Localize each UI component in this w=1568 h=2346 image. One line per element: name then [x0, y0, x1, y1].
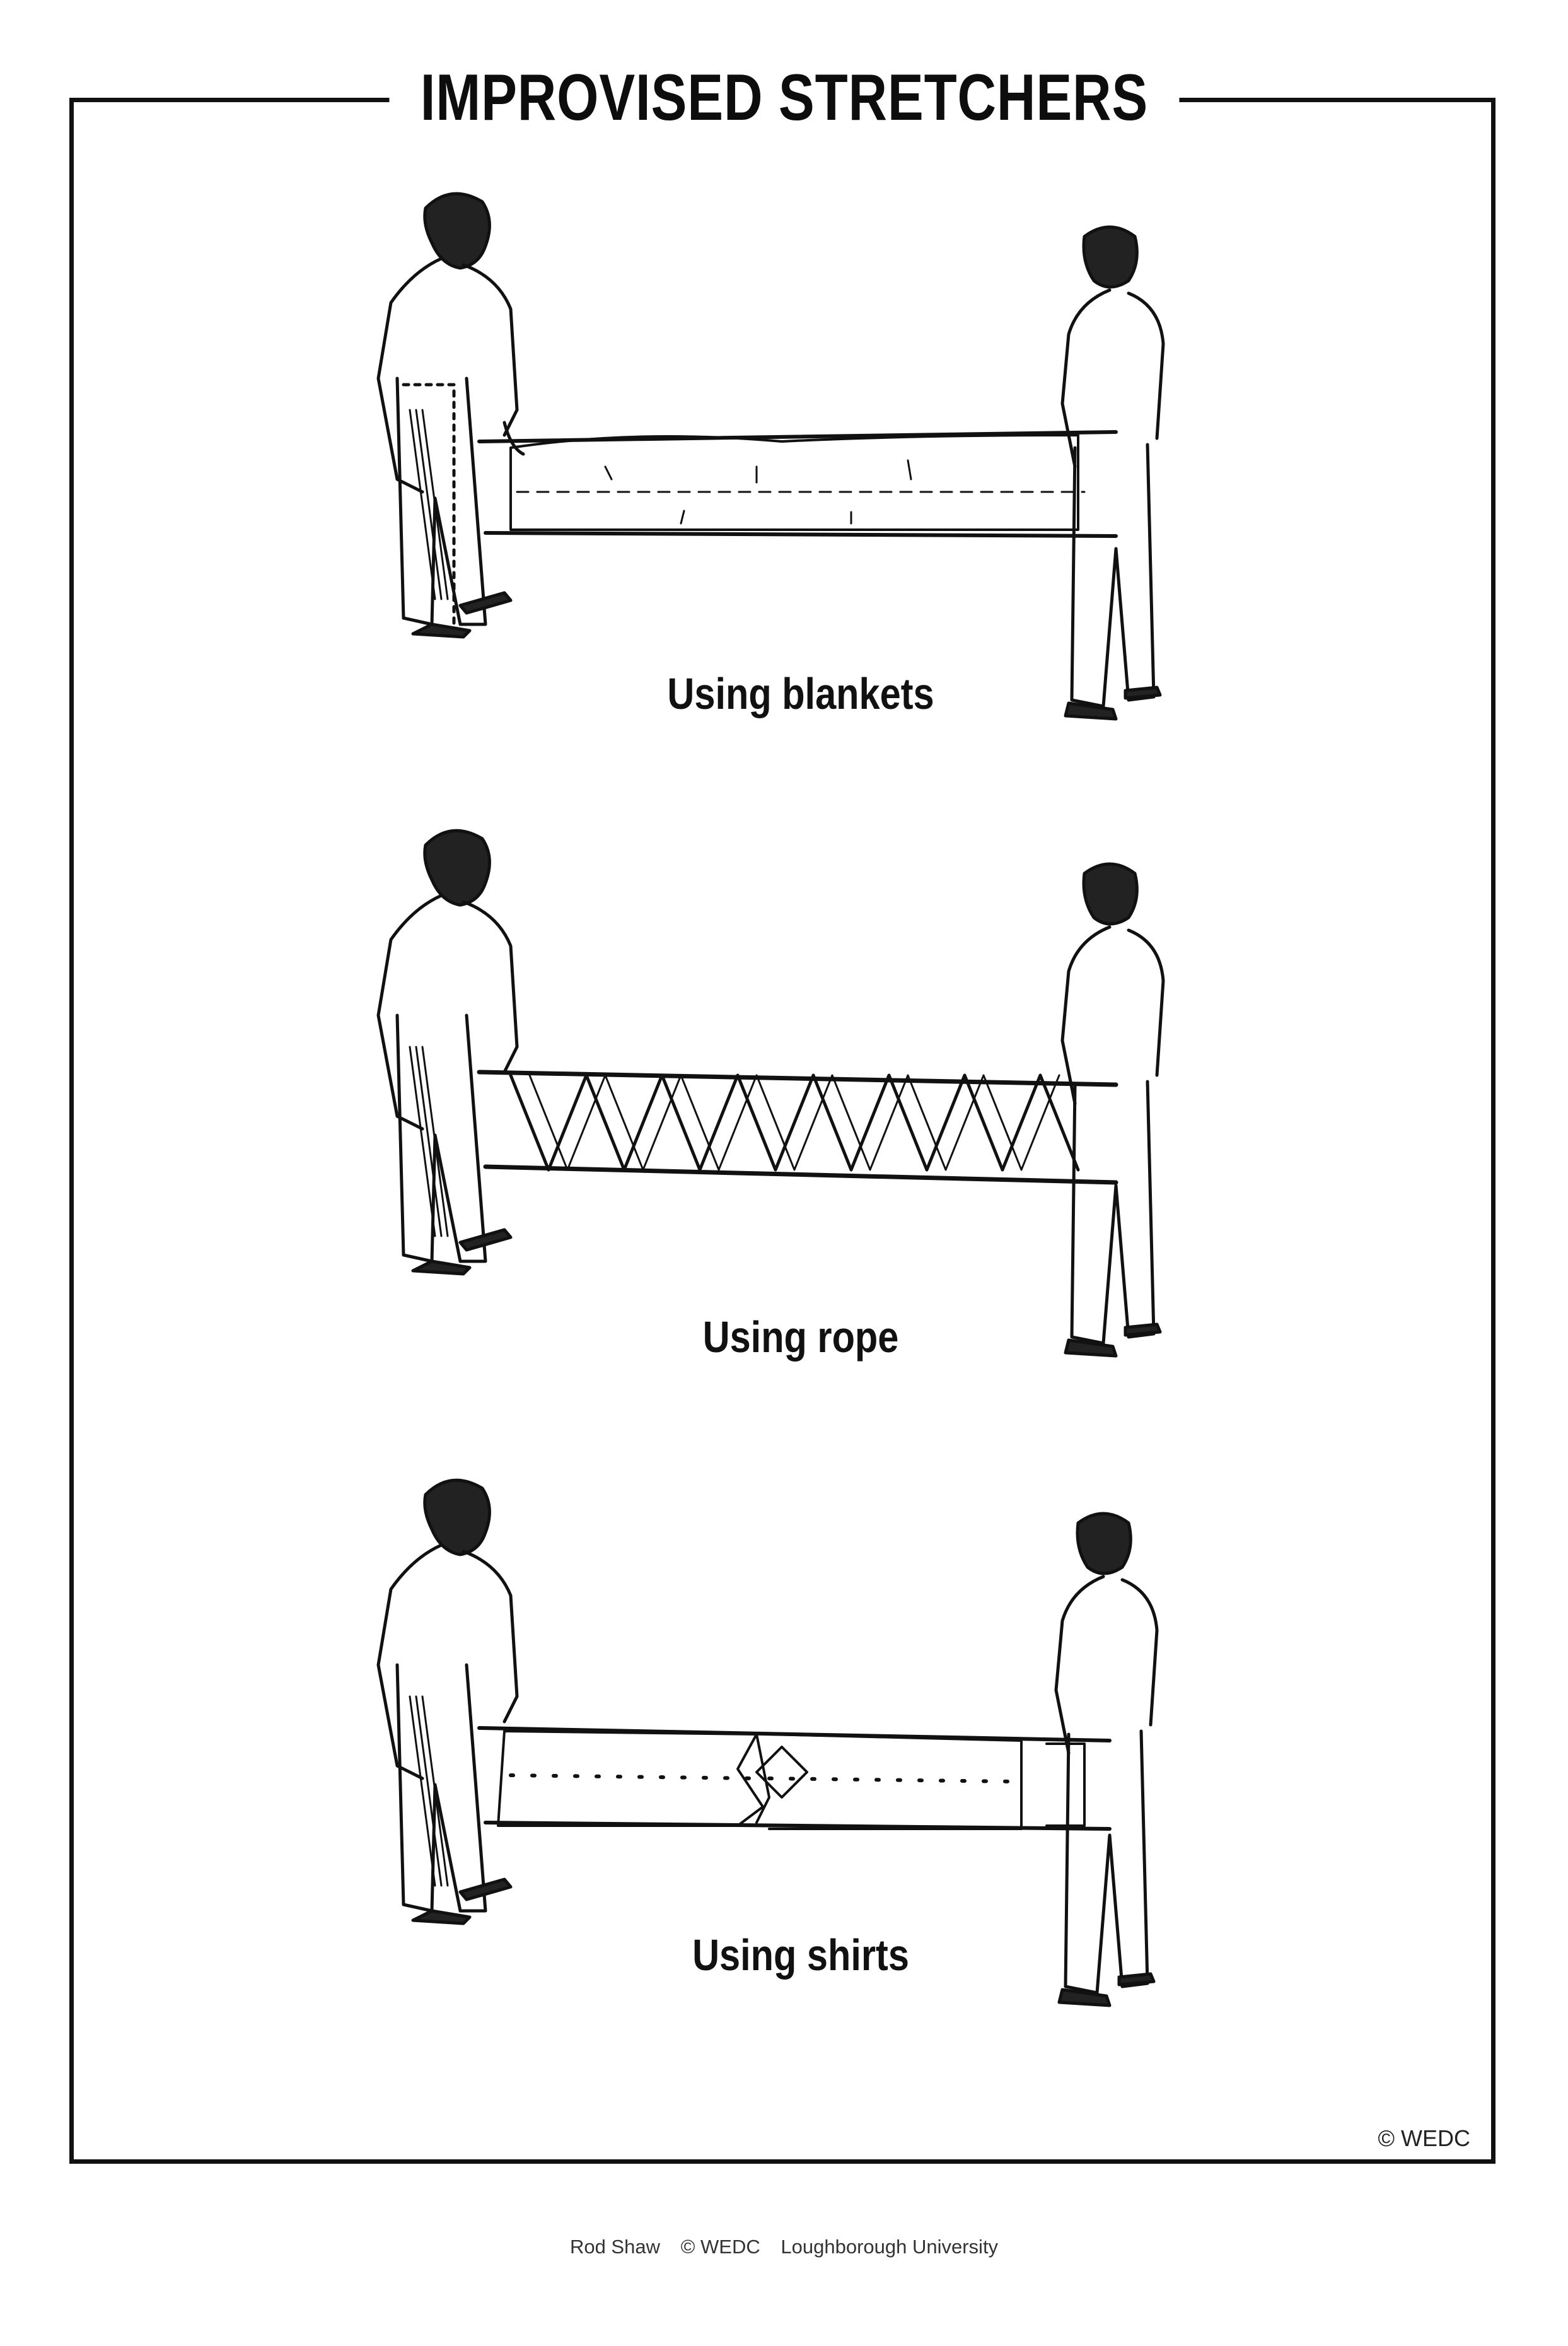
rope-stretcher-illustration	[376, 829, 1165, 1358]
right-carrier	[1060, 225, 1165, 721]
caption-blankets: Using blankets	[667, 669, 934, 718]
footer-author: Rod Shaw	[569, 2236, 660, 2258]
panel-shirts: Using shirts	[353, 1463, 1236, 2043]
blanket-stretcher-illustration	[376, 192, 1165, 721]
left-carrier	[376, 1478, 519, 1925]
shirts-stretcher-illustration	[376, 1478, 1159, 2007]
footer-institution: Loughborough University	[781, 2236, 999, 2258]
caption-rope: Using rope	[702, 1312, 899, 1362]
footer-credits: Rod Shaw © WEDC Loughborough University	[0, 2236, 1568, 2258]
right-carrier	[1054, 1512, 1159, 2007]
inner-copyright: © WEDC	[1378, 2125, 1470, 2151]
poster-title: IMPROVISED STRETCHERS	[389, 60, 1179, 136]
left-carrier	[376, 192, 525, 639]
title-wrap: IMPROVISED STRETCHERS	[0, 60, 1568, 136]
right-carrier	[1060, 862, 1165, 1358]
panel-rope: Using rope	[353, 814, 1236, 1394]
caption-shirts: Using shirts	[692, 1930, 909, 1980]
panel-blankets: Using blankets	[353, 170, 1236, 750]
left-carrier	[376, 829, 519, 1276]
footer-copyright: © WEDC	[680, 2236, 760, 2258]
